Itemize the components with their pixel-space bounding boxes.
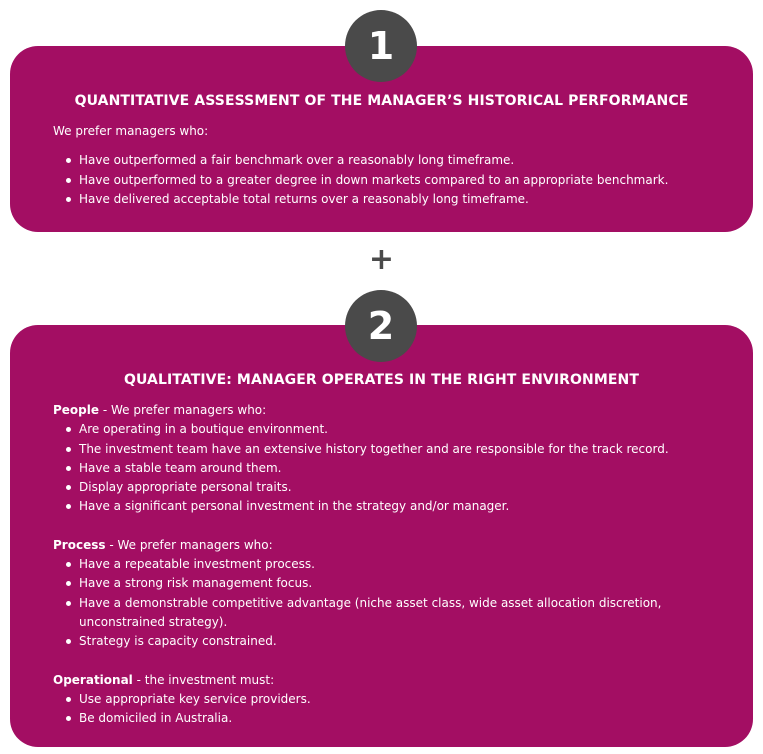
- list-item: Display appropriate personal traits.: [53, 478, 723, 497]
- list-item: Have a demonstrable competitive advantag…: [53, 594, 723, 633]
- list-item: Strategy is capacity constrained.: [53, 632, 723, 651]
- operational-label: Operational: [53, 672, 133, 687]
- process-section: Process - We prefer managers who: Have a…: [53, 536, 723, 652]
- list-item: Have a stable team around them.: [53, 459, 723, 478]
- plus-icon: +: [368, 242, 395, 277]
- people-label: People: [53, 403, 100, 417]
- list-item: Be domiciled in Australia.: [53, 709, 723, 728]
- section-spacer: [53, 652, 723, 671]
- quantitative-panel-title: QUANTITATIVE ASSESSMENT OF THE MANAGER’S…: [74, 93, 689, 109]
- operational-heading: Operational - the investment must:: [53, 671, 723, 690]
- process-criteria-list: Have a repeatable investment process. Ha…: [53, 555, 723, 651]
- list-item: Have outperformed to a greater degree in…: [53, 171, 723, 190]
- list-item: Have a significant personal investment i…: [53, 497, 723, 516]
- list-item: Have a strong risk management focus.: [53, 574, 723, 593]
- process-label: Process: [53, 537, 106, 552]
- list-item: Have a repeatable investment process.: [53, 555, 723, 574]
- quantitative-criteria-list: Have outperformed a fair benchmark over …: [53, 151, 723, 209]
- people-heading: People - We prefer managers who:: [53, 401, 723, 420]
- people-section: People - We prefer managers who: Are ope…: [53, 401, 723, 517]
- process-intro: - We prefer managers who:: [105, 537, 273, 552]
- step-2-badge: 2: [345, 290, 417, 362]
- qualitative-assessment-panel: QUALITATIVE: MANAGER OPERATES IN THE RIG…: [10, 325, 753, 747]
- people-intro: - We prefer managers who:: [99, 403, 267, 417]
- operational-criteria-list: Use appropriate key service providers. B…: [53, 690, 723, 729]
- list-item: Use appropriate key service providers.: [53, 690, 723, 709]
- list-item: Have delivered acceptable total returns …: [53, 190, 723, 209]
- operational-intro: - the investment must:: [132, 672, 275, 687]
- qualitative-panel-body: People - We prefer managers who: Are ope…: [53, 401, 723, 728]
- list-item: The investment team have an extensive hi…: [53, 440, 723, 459]
- process-heading: Process - We prefer managers who:: [53, 536, 723, 555]
- step-1-badge: 1: [345, 10, 417, 82]
- list-item: Are operating in a boutique environment.: [53, 420, 723, 439]
- quantitative-intro: We prefer managers who:: [53, 124, 209, 138]
- quantitative-panel-body: We prefer managers who: Have outperforme…: [53, 122, 723, 209]
- section-spacer: [53, 517, 723, 536]
- operational-section: Operational - the investment must: Use a…: [53, 671, 723, 729]
- list-item: Have outperformed a fair benchmark over …: [53, 151, 723, 170]
- qualitative-panel-title: QUALITATIVE: MANAGER OPERATES IN THE RIG…: [123, 372, 639, 388]
- people-criteria-list: Are operating in a boutique environment.…: [53, 420, 723, 516]
